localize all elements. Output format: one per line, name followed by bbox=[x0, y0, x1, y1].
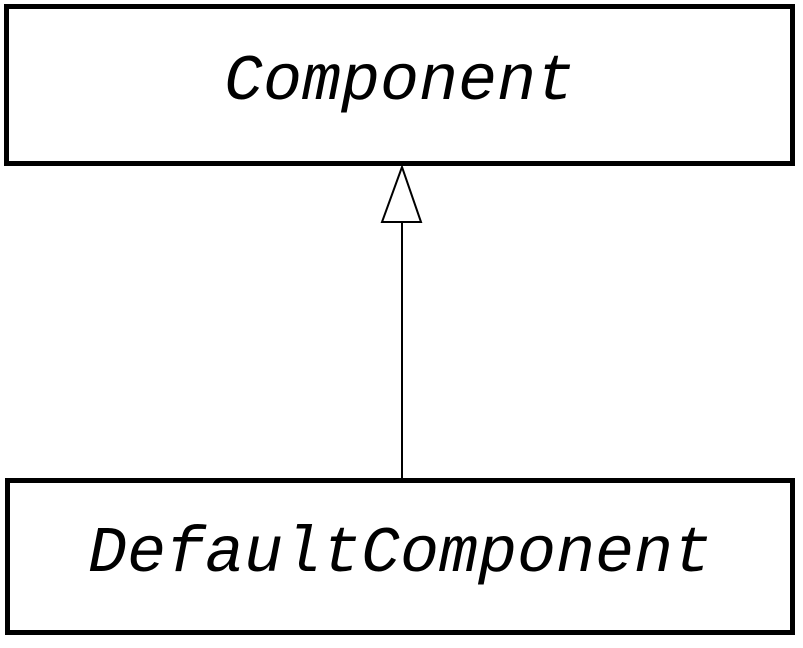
uml-class-default-component-label: DefaultComponent bbox=[87, 517, 713, 591]
uml-class-component[interactable]: Component bbox=[4, 4, 795, 166]
uml-class-default-component[interactable]: DefaultComponent bbox=[5, 478, 795, 635]
hollow-triangle-arrowhead-icon bbox=[380, 164, 423, 223]
uml-class-component-label: Component bbox=[223, 44, 576, 119]
